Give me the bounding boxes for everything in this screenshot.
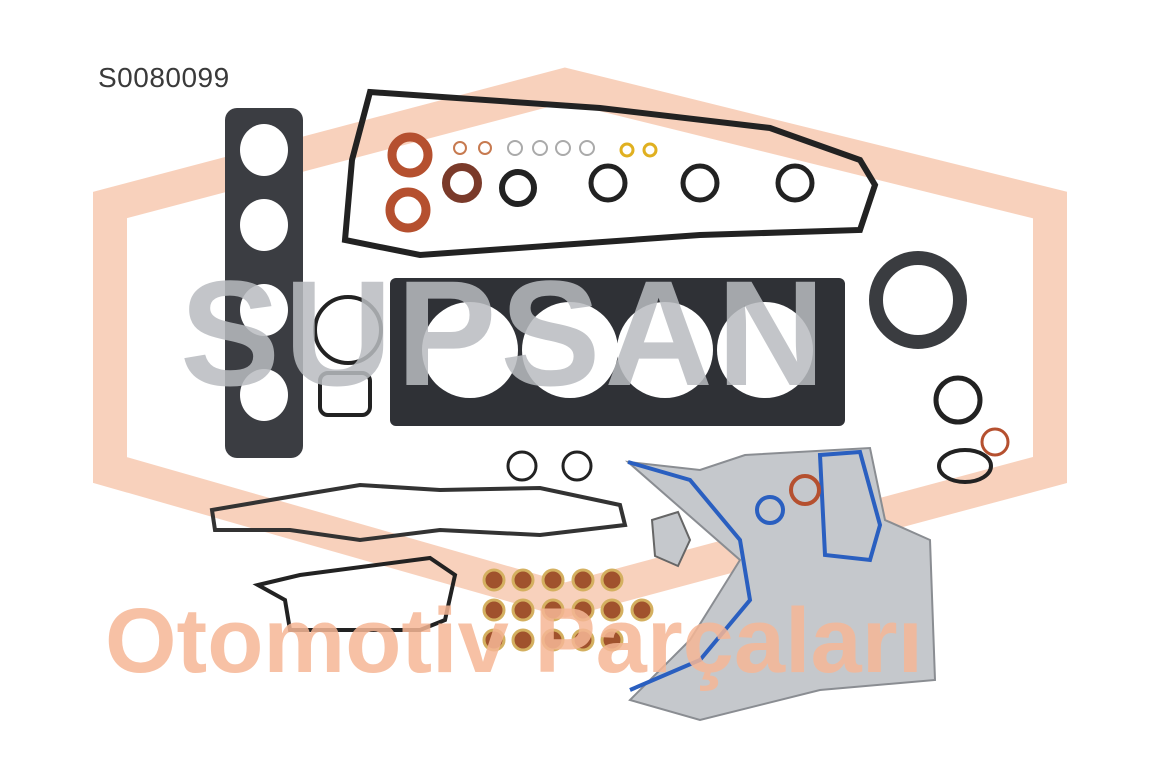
blue-seal [627, 449, 883, 692]
seals [313, 132, 1010, 484]
valve-cover-gasket [341, 88, 879, 259]
valve-stem-seals [482, 568, 654, 652]
watermark-hexagon [93, 67, 1067, 618]
head-gasket [390, 278, 845, 426]
egr-gasket [650, 510, 692, 568]
watermark-tagline: Otomotiv Parçaları [105, 590, 923, 692]
intake-gasket [209, 482, 628, 543]
timing-seal-red [789, 474, 821, 506]
manifold-gasket [225, 108, 303, 458]
oil-cooler-gasket [252, 555, 458, 632]
product-code: S0080099 [98, 62, 230, 93]
timing-seal-blue [755, 495, 785, 525]
watermark-brand: SUPSAN [180, 249, 829, 417]
